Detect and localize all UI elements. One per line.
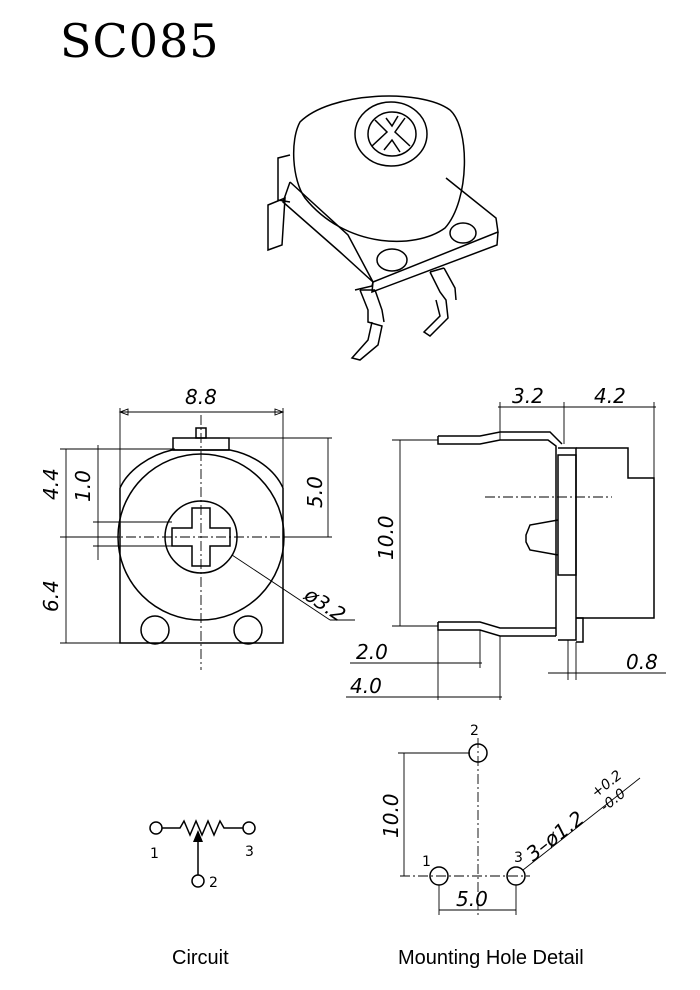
dim-side-4-2: 4.2 (594, 384, 626, 408)
circuit-symbol (149, 819, 256, 888)
dim-thick-0-8: 0.8 (626, 650, 658, 674)
mount-dim-10-0: 10.0 (379, 793, 403, 838)
circuit-caption: Circuit (172, 947, 229, 969)
mounting-hole-detail (398, 738, 641, 915)
mount-pin-2: 2 (470, 723, 479, 739)
isometric-view (267, 95, 499, 361)
circuit-pin-1: 1 (150, 846, 159, 862)
dim-side-10-0: 10.0 (374, 515, 398, 560)
part-number-title: SC085 (60, 14, 220, 68)
dim-top-4-4: 4.4 (39, 468, 63, 500)
dim-side-3-2: 3.2 (512, 384, 544, 408)
mounting-caption: Mounting Hole Detail (398, 947, 584, 969)
dim-width-8-8: 8.8 (185, 385, 217, 409)
dim-slot-1-0: 1.0 (71, 470, 95, 502)
front-view (60, 408, 355, 670)
mount-pin-3: 3 (514, 850, 523, 866)
dim-lower-6-4: 6.4 (39, 580, 63, 612)
circuit-pin-3: 3 (245, 844, 254, 860)
mount-dim-5-0: 5.0 (456, 887, 488, 911)
side-view (346, 402, 666, 700)
dim-pin-2-0: 2.0 (356, 640, 388, 664)
dim-pin-4-0: 4.0 (350, 674, 382, 698)
mount-hole-callout: 3–ø1.2 (521, 806, 588, 866)
mount-pin-1: 1 (422, 854, 431, 870)
dim-right-5-0: 5.0 (303, 476, 327, 508)
circuit-pin-2: 2 (209, 875, 218, 891)
